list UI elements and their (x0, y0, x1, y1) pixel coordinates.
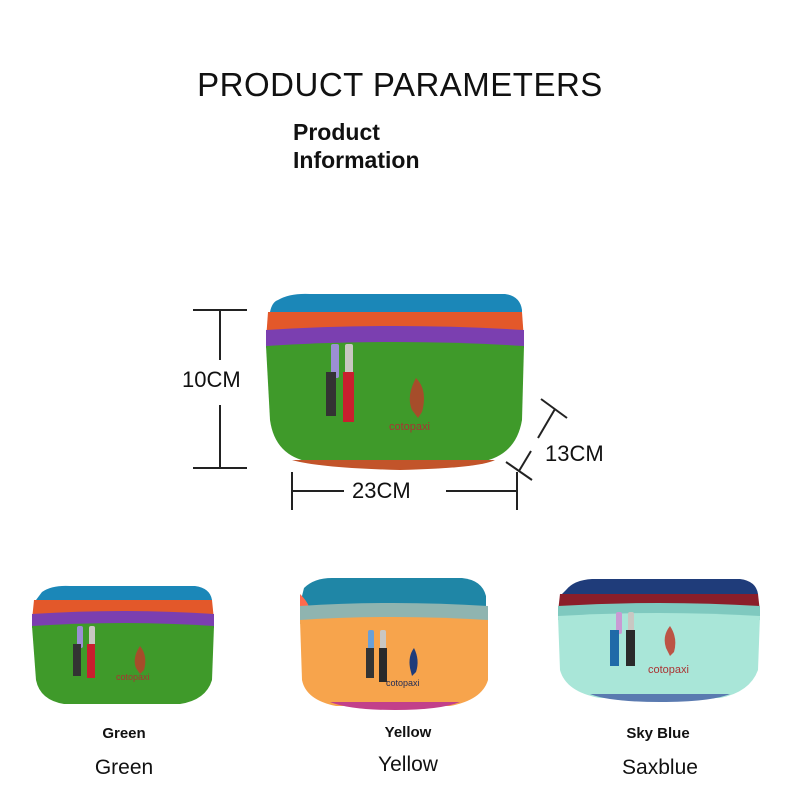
product-information-heading: Product Information (293, 118, 420, 174)
page-title: PRODUCT PARAMETERS (197, 66, 603, 103)
height-dim-lower-line (219, 405, 221, 468)
variant-yellow-brand-logo: cotopaxi (386, 678, 420, 688)
variant-yellow-label: Yellow (384, 724, 432, 741)
variant-green-brand-logo: cotopaxi (116, 672, 150, 682)
subtitle-line-1: Product (293, 119, 380, 145)
height-dimension-label: 10CM (182, 367, 241, 392)
width-dim-right-line (446, 490, 517, 492)
variant-skyblue-label: Sky Blue (626, 725, 690, 742)
width-dim-left-line (292, 490, 344, 492)
width-dimension-label: 23CM (352, 478, 411, 503)
subtitle-line-2: Information (293, 147, 420, 173)
width-dim-right-tick (516, 472, 518, 510)
height-dim-bottom-tick (193, 467, 247, 469)
variant-skyblue-name: Saxblue (622, 756, 698, 779)
depth-dimension-label: 13CM (545, 441, 604, 466)
variant-skyblue-brand-logo: cotopaxi (648, 664, 689, 676)
variant-yellow-name: Yellow (378, 753, 438, 776)
variant-green-label: Green (102, 725, 146, 742)
main-product-brand-logo: cotopaxi (389, 421, 430, 433)
height-dim-upper-line (219, 310, 221, 360)
variant-green-name: Green (94, 756, 154, 779)
